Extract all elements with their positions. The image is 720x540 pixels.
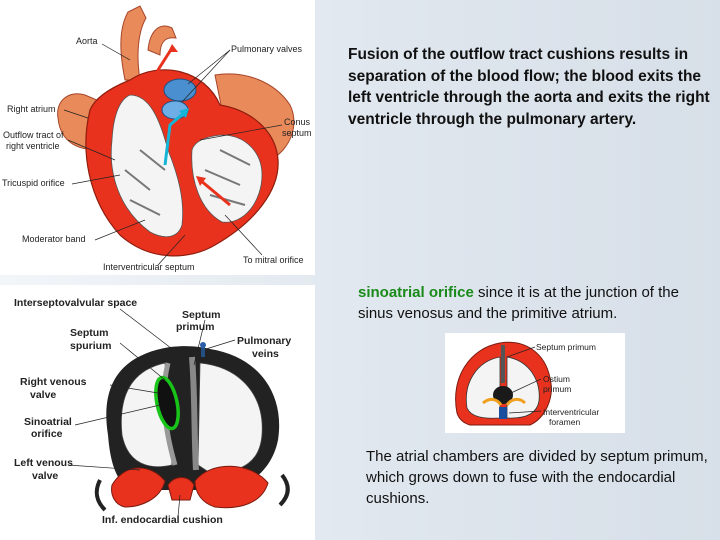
label-interventricular-foramen-2: foramen bbox=[549, 417, 581, 427]
small-right-cavity bbox=[465, 356, 501, 419]
label-moderator-band: Moderator band bbox=[22, 234, 86, 244]
label-interventricular-foramen-1: Interventricular bbox=[543, 407, 600, 417]
pulmonary-trunk-vessel bbox=[147, 25, 177, 56]
label-septum-spurium-1: Septum bbox=[70, 327, 109, 339]
label-septum-primum-2: primum bbox=[176, 321, 215, 333]
right-ventricle-cavity bbox=[110, 94, 184, 238]
ventricle-rims bbox=[94, 473, 290, 512]
label-right-venous-1: Right venous bbox=[20, 376, 87, 388]
septum-primum-ridge bbox=[189, 356, 199, 471]
label-conus-2: septum bbox=[282, 128, 312, 138]
pulmonary-flow-arrow bbox=[163, 110, 186, 166]
label-sinoatrial-1: Sinoatrial bbox=[24, 416, 72, 428]
label-aorta: Aorta bbox=[76, 36, 98, 46]
left-endocardial-cushion bbox=[111, 467, 166, 508]
pulmonary-arrowhead bbox=[179, 108, 189, 118]
label-septum-spurium-2: spurium bbox=[70, 340, 112, 352]
label-ostium-2: primum bbox=[543, 384, 572, 394]
septum-primum-diagram: Septum primum Ostium primum Interventric… bbox=[445, 333, 625, 433]
label-left-venous-1: Left venous bbox=[14, 457, 73, 469]
interventricular-foramen-shape bbox=[499, 407, 507, 419]
label-pulmonary-veins-1: Pulmonary bbox=[237, 335, 292, 347]
aorta-vessel bbox=[120, 5, 147, 81]
pulmonary-valve-shape bbox=[163, 78, 197, 102]
atrial-division-text: The atrial chambers are divided by septu… bbox=[366, 448, 708, 507]
atrium-illustration bbox=[67, 308, 290, 518]
outflow-heart-illustration bbox=[57, 5, 295, 266]
septum-primum-illustration bbox=[455, 341, 552, 426]
top-leader-lines bbox=[63, 43, 283, 266]
label-right-atrium: Right atrium bbox=[7, 104, 56, 114]
ostium-primum-shape bbox=[493, 386, 513, 404]
mitral-arrowhead bbox=[196, 176, 206, 186]
right-endocardial-cushion bbox=[194, 465, 269, 509]
label-mitral-orifice: To mitral orifice bbox=[243, 255, 304, 265]
label-sinoatrial-2: orifice bbox=[31, 428, 63, 440]
label-outflow-tract-1: Outflow tract of bbox=[3, 130, 64, 140]
label-tricuspid-orifice: Tricuspid orifice bbox=[2, 178, 65, 188]
label-septum-primum-1: Septum bbox=[182, 309, 221, 321]
inf-endocardial-cushion-shape bbox=[167, 477, 195, 501]
label-left-venous-2: valve bbox=[32, 470, 59, 482]
small-leader-lines bbox=[506, 346, 542, 414]
mitral-flow-arrow bbox=[199, 178, 231, 207]
outflow-tract-diagram: Aorta Pulmonary valves Right atrium Outf… bbox=[0, 0, 315, 275]
label-pulmonary-veins-2: veins bbox=[252, 348, 279, 360]
aorta-flow-arrow bbox=[156, 47, 174, 106]
trabeculae-lines bbox=[124, 149, 251, 216]
label-inf-endocardial-cushion: Inf. endocardial cushion bbox=[102, 514, 223, 526]
label-small-septum-primum: Septum primum bbox=[536, 342, 596, 352]
sinoatrial-orifice-term: sinoatrial orifice bbox=[358, 284, 474, 301]
label-ostium-1: Ostium bbox=[543, 374, 570, 384]
outflow-explanation-text: Fusion of the outflow tract cushions res… bbox=[348, 46, 710, 128]
pulmonary-vein-tip bbox=[200, 342, 206, 348]
sinoatrial-explanation-rest: since it is at the junction of the sinus… bbox=[358, 284, 679, 322]
label-interventricular-septum: Interventricular septum bbox=[103, 262, 195, 272]
sinoatrial-diagram: Interseptovalvular space Septum primum S… bbox=[0, 285, 315, 540]
label-outflow-tract-2: right ventricle bbox=[6, 141, 60, 151]
label-conus-1: Conus bbox=[284, 117, 311, 127]
endocardial-cushions-small bbox=[482, 397, 527, 406]
label-right-venous-2: valve bbox=[30, 389, 57, 401]
aorta-arrowhead bbox=[168, 44, 178, 52]
sinoatrial-explanation-text: sinoatrial orifice since it is at the ju… bbox=[358, 282, 713, 324]
bottom-leader-lines bbox=[67, 308, 236, 518]
label-pulmonary-valves: Pulmonary valves bbox=[231, 44, 303, 54]
label-interseptovalvular: Interseptovalvular space bbox=[14, 297, 138, 309]
